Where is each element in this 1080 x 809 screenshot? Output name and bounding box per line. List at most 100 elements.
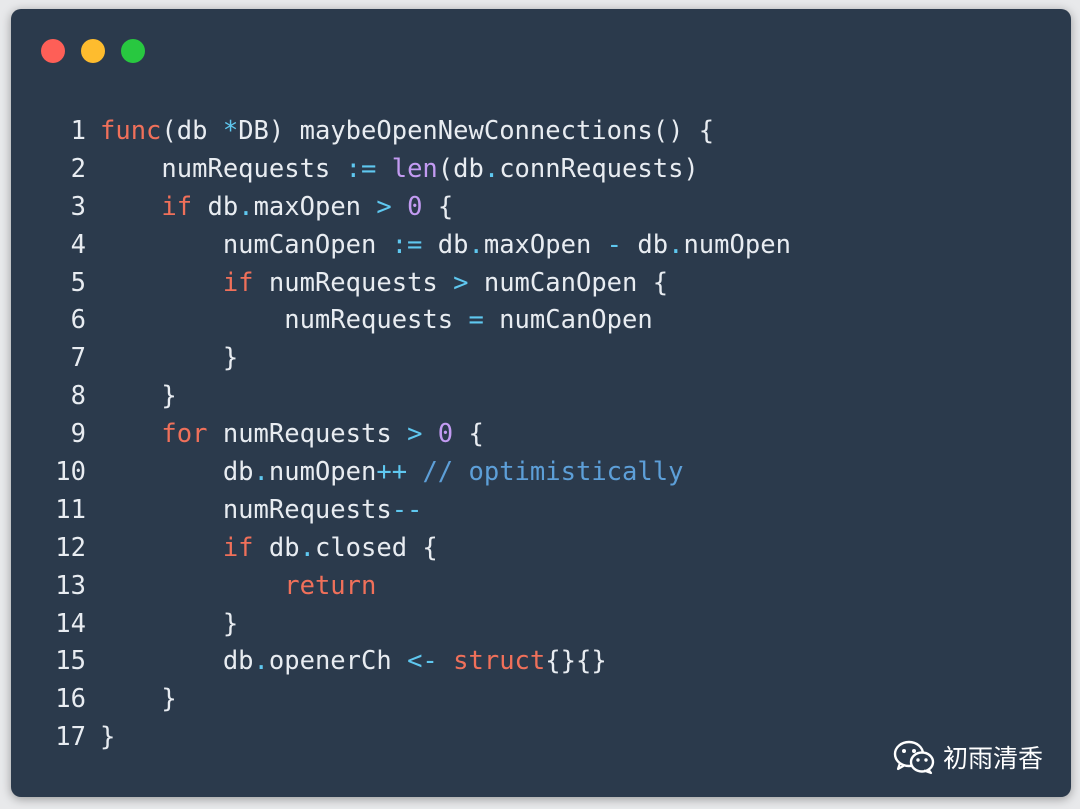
code-token [422,419,437,449]
code-token: > [376,191,392,222]
line-number: 16 [55,684,86,715]
line-number: 13 [55,570,86,601]
maximize-window-button[interactable] [121,39,145,63]
line-number: 12 [55,532,86,563]
watermark-text: 初雨清香 [942,744,1043,773]
code-token: connRequests) [499,153,699,184]
code-token: . [668,229,684,260]
code-token: closed { [314,532,438,563]
code-token: numOpen [268,457,377,488]
close-window-button[interactable] [41,39,65,63]
code-token: numOpen [683,229,791,260]
code-token: numRequests [207,419,408,450]
code-token: len [391,153,438,184]
code-text: } [100,340,238,378]
code-token: maxOpen [253,191,377,222]
line-number: 1 [70,116,86,146]
code-token: <- [407,646,438,677]
line-number: 11 [55,494,86,525]
line-number: 17 [55,722,86,753]
code-token: * [222,116,239,146]
code-token [100,571,284,601]
code-text: numRequests = numCanOpen [100,302,653,340]
code-token [100,268,223,298]
code-token [407,457,422,487]
code-token: DB) maybeOpenNewConnections() { [238,116,715,146]
code-text: if db.closed { [100,530,438,568]
code-token: db [422,229,469,260]
code-token: db [622,229,669,260]
code-token: . [483,153,500,184]
code-text: if numRequests > numCanOpen { [100,265,668,303]
code-text: numRequests-- [100,492,423,530]
code-token [100,419,161,449]
code-token: . [468,229,484,260]
code-token: 0 [407,191,423,222]
code-token: } [100,343,239,374]
code-text: } [100,378,177,416]
minimize-window-button[interactable] [81,39,105,63]
code-token: numRequests [100,494,392,525]
code-token [100,533,223,563]
code-token: numRequests [100,305,469,336]
line-number: 3 [70,191,86,222]
code-text: return [100,568,376,606]
code-text: func(db *DB) maybeOpenNewConnections() { [100,113,714,151]
code-token: := [345,153,377,184]
code-token: > [407,419,423,450]
code-token: db [253,532,300,563]
code-token: . [253,646,269,677]
line-number: 14 [55,608,86,639]
code-token: db [100,457,254,488]
code-token: maxOpen [483,229,607,260]
line-number: 9 [70,419,86,450]
code-token: } [100,684,177,715]
code-token: // optimistically [422,457,684,488]
code-token: } [100,381,177,412]
code-token: } [100,608,239,639]
code-token: db [100,646,254,677]
code-token [392,192,407,222]
code-token: 0 [437,419,454,450]
code-token: (db [161,116,223,146]
code-token: numRequests [253,267,454,298]
code-token: { [422,191,454,222]
code-token: } [100,722,116,753]
code-token [100,192,161,222]
line-number: 5 [70,267,86,298]
code-token: struct [453,646,546,677]
code-text: } [100,681,177,719]
watermark: 初雨清香 [893,739,1043,775]
code-token: numRequests [100,153,346,184]
code-token: if [222,267,254,298]
wechat-icon [893,739,935,775]
code-token: . [238,191,254,222]
code-token: {}{} [545,646,607,677]
code-token: -- [391,494,423,525]
code-token: { [453,419,484,450]
code-token: . [253,457,269,488]
code-text: numRequests := len(db.connRequests) [100,151,699,189]
line-number: 2 [70,153,86,184]
code-token [438,646,453,676]
code-text: db.openerCh <- struct{}{} [100,643,607,681]
code-token: (db [437,153,484,184]
code-token: ++ [376,457,408,488]
code-token: openerCh [268,646,408,677]
code-text: } [100,606,238,644]
code-token: func [100,116,162,146]
code-token: . [299,532,315,563]
code-token: := [391,229,423,260]
line-number: 6 [70,305,86,336]
line-number: 8 [70,381,86,412]
code-token: for [161,419,208,450]
code-text: numCanOpen := db.maxOpen - db.numOpen [100,227,791,265]
code-token: - [606,229,623,260]
code-token: numCanOpen [483,305,653,336]
code-token: db [192,191,239,222]
line-number: 7 [70,343,86,374]
code-token: numCanOpen [100,229,392,260]
code-text: db.numOpen++ // optimistically [100,454,684,492]
code-text: if db.maxOpen > 0 { [100,189,453,227]
